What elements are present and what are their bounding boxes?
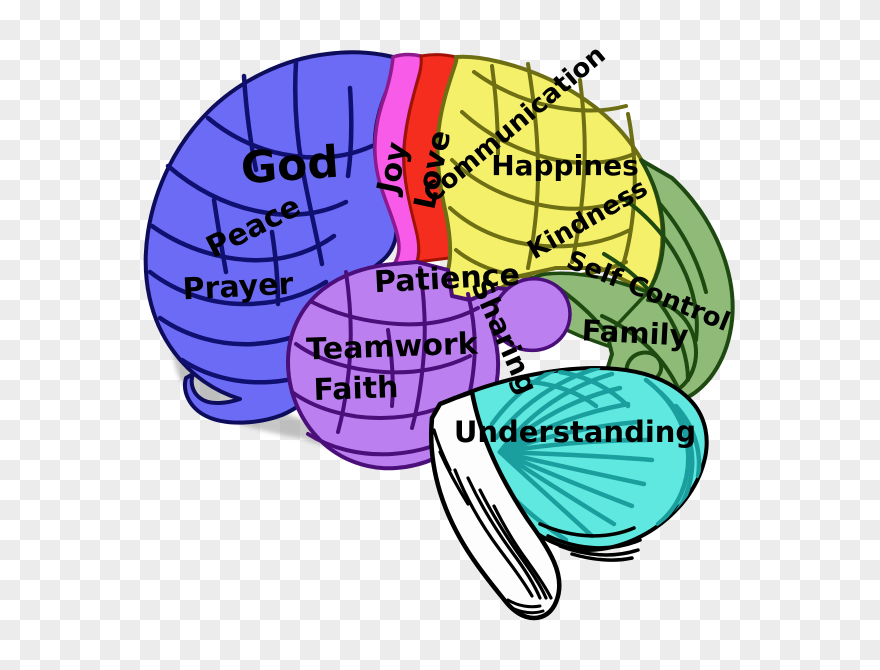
label-teamwork: Teamwork	[306, 326, 480, 367]
region-frontal-lobe[interactable]	[143, 50, 399, 425]
label-patience: Patience	[373, 258, 521, 301]
label-god: God	[239, 137, 340, 195]
region-occipital-lobe[interactable]	[510, 158, 735, 408]
label-faith: Faith	[313, 370, 399, 408]
brain-stem[interactable]	[429, 389, 562, 621]
label-prayer: Prayer	[182, 267, 295, 308]
region-parietal-lobe[interactable]	[435, 54, 665, 302]
label-family: Family	[581, 313, 689, 353]
label-happines: Happines	[491, 149, 639, 182]
label-understanding: Understanding	[454, 415, 696, 449]
